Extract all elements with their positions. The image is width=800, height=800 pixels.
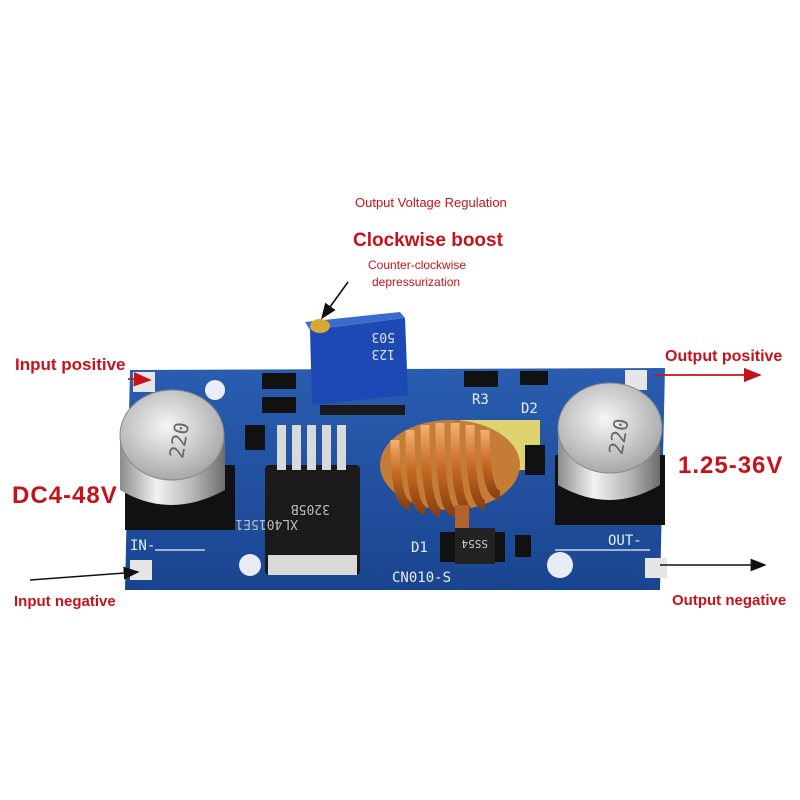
input-voltage-label: DC4-48V [12, 482, 118, 509]
model-silk: CN010-S [392, 570, 451, 586]
output-positive-label: Output positive [665, 348, 783, 365]
svg-text:123: 123 [372, 346, 395, 361]
inductor-coil [380, 420, 540, 535]
annotation-arrows [29, 281, 767, 581]
smd-components [245, 371, 548, 557]
svg-text:SS54: SS54 [461, 537, 488, 550]
d2-silk: D2 [521, 401, 538, 417]
adjust-screw [310, 319, 330, 333]
svg-text:XL4015E1: XL4015E1 [235, 516, 298, 531]
depressurization-label: depressurization [372, 275, 461, 289]
potentiometer: 503 123 [305, 312, 408, 415]
d1-silk: D1 [411, 540, 428, 556]
clockwise-boost-label: Clockwise boost [353, 230, 503, 251]
in-minus-silk: IN- [130, 538, 155, 554]
input-positive-label: Input positive [15, 355, 126, 374]
output-capacitor: 220 [555, 382, 665, 525]
regulator-chip: XL4015E1 3205B [235, 425, 360, 575]
output-voltage-label: 1.25-36V [678, 452, 784, 479]
diode-d1: SS54 [440, 528, 505, 564]
output-negative-label: Output negative [672, 592, 787, 609]
r3-silk: R3 [472, 392, 489, 408]
svg-text:3205B: 3205B [291, 501, 330, 516]
counter-clockwise-label: Counter-clockwise [368, 258, 467, 272]
svg-text:503: 503 [372, 329, 395, 344]
input-capacitor: 220 [119, 389, 235, 530]
input-negative-label: Input negative [14, 593, 116, 610]
output-voltage-regulation-label: Output Voltage Regulation [355, 195, 507, 210]
out-minus-silk: OUT- [608, 533, 642, 549]
